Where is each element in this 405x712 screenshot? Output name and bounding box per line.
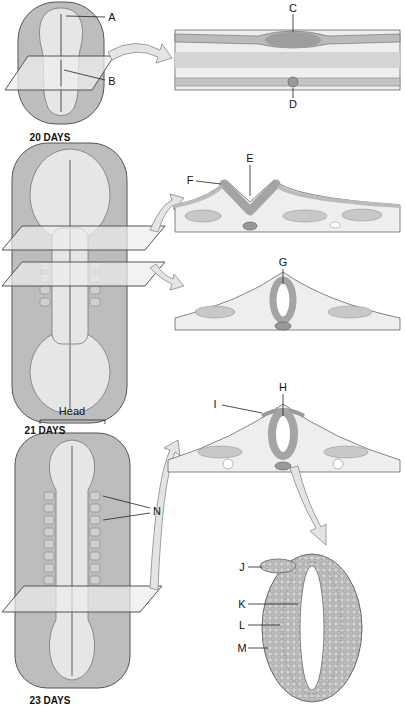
part-letter: N — [153, 505, 161, 517]
stage-label: 23 DAYS — [30, 695, 71, 706]
part-letter: L — [239, 619, 245, 631]
section-21-days-tube — [175, 269, 400, 330]
part-letter: I — [213, 398, 216, 410]
part-letter: J — [239, 561, 245, 573]
part-letter: B — [108, 75, 115, 87]
part-letter: H — [279, 381, 287, 393]
part-letter: K — [238, 598, 245, 610]
section-21-days-groove — [175, 165, 400, 232]
part-letter: A — [108, 11, 115, 23]
stage-label: 20 DAYS — [30, 132, 71, 143]
part-letter: E — [246, 152, 253, 164]
embryo-20-days — [5, 2, 172, 124]
part-letter: D — [289, 98, 297, 110]
part-letter: C — [289, 2, 297, 14]
stage-label: 21 DAYS — [25, 425, 66, 436]
part-letter: F — [187, 174, 194, 186]
part-letter: G — [279, 256, 288, 268]
region-label: Head — [59, 405, 85, 417]
embryo-21-days — [2, 143, 184, 423]
neural-tube-detail — [248, 554, 362, 702]
embryo-23-days — [2, 420, 180, 688]
section-20-days — [175, 14, 400, 98]
section-23-days — [168, 394, 400, 545]
part-letter: M — [237, 642, 246, 654]
